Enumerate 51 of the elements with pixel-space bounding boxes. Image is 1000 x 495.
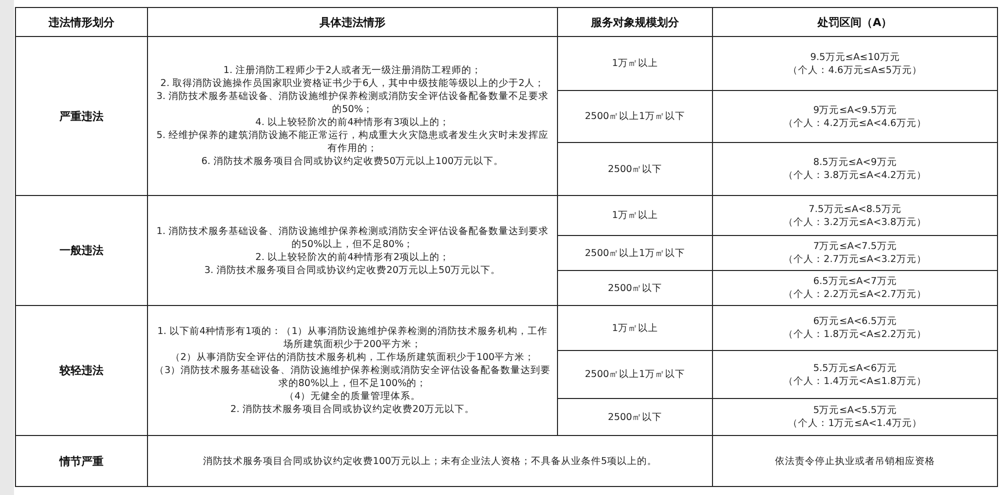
- header-text: 较轻违法: [60, 363, 104, 378]
- cell-text: （4）无健全的质量管理体系。: [284, 390, 421, 403]
- cell-text: 1万㎡以上: [612, 57, 658, 70]
- cell-text: （个人：3.2万元≤A<3.8万元）: [784, 216, 926, 228]
- cell-text: （2）从事消防安全评估的消防技术服务机构，工作场所建筑面积少于100平方米；: [170, 351, 535, 364]
- header-text: 一般违法: [60, 243, 104, 258]
- cell-text: （个人：1.4万元<A≤1.8万元）: [784, 374, 926, 388]
- header-text: 服务对象规模划分: [591, 14, 679, 30]
- cell-text: （个人：3.8万元≤A<4.2万元）: [784, 169, 926, 182]
- cell-text: 2500㎡以下: [608, 162, 662, 176]
- cell-text: 3. 消防技术服务项目合同或协议约定收费20万元以上50万元以下。: [204, 264, 501, 276]
- cell-text: （个人：2.2万元≤A<2.7万元）: [784, 288, 926, 301]
- cell-text: 2500㎡以上1万㎡以下: [584, 110, 686, 123]
- cell-text: 2500㎡以上1万㎡以下: [584, 246, 686, 260]
- cell-text: 5.5万元≤A<6万元: [813, 362, 897, 374]
- cell-text: 2500㎡以下: [608, 410, 662, 424]
- cell-text: 7万元≤A<7.5万元: [813, 240, 897, 253]
- cell-text: （个人：4.2万元≤A<4.6万元）: [784, 116, 926, 130]
- cell-text: 5. 经维护保养的建筑消防设施不能正常运行，构成重大火灾隐患或者发生火灾时未发挥应有作用的；: [155, 129, 550, 155]
- cell-text: 1万㎡以上: [612, 209, 658, 222]
- cell-text: 2. 取得消防设施操作员国家职业资格证书少于6人，其中中级技能等级以上的少于2人；: [160, 77, 545, 90]
- cell-text: 2. 以上较轻阶次的前4种情形有2项以上的；: [255, 250, 450, 264]
- header-text: 严重违法: [60, 108, 104, 124]
- header-text: 违法情形划分: [48, 14, 114, 30]
- header-text: 具体违法情形: [320, 14, 386, 30]
- cell-text: 9万元≤A<9.5万元: [813, 104, 897, 116]
- cell-text: 8.5万元≤A<9万元: [813, 156, 897, 169]
- cell-text: 1. 以下前4种情形有1项的：（1）从事消防设施维护保养检测的消防技术服务机构，工作场所建筑面积少于200平方米；: [156, 325, 549, 351]
- cell-text: （个人：1.8万元<A≤2.2万元）: [784, 328, 926, 341]
- cell-text: 5万元≤A<5.5万元: [813, 404, 897, 417]
- cell-text: 依法责令停止执业或者吊销相应资格: [775, 454, 935, 468]
- cell-text: 6万元≤A<6.5万元: [813, 315, 897, 328]
- cell-text: 7.5万元≤A<8.5万元: [808, 202, 902, 216]
- cell-text: 消防技术服务项目合同或协议约定收费100万元以上；未有企业法人资格；不具备从业条件5项以上的。: [202, 454, 658, 468]
- cell-text: （个人：2.7万元≤A<3.2万元）: [784, 253, 926, 266]
- cell-text: 1. 消防技术服务基础设备、消防设施维护保养检测或消防安全评估设备配备数量达到要求的50%以上，但不足80%；: [155, 224, 550, 250]
- cell-text: （3）消防技术服务基础设备、消防设施维护保养检测或消防安全评估设备配备数量达到要求的80%以上，但不足100%的；: [154, 364, 551, 390]
- cell-text: 2500㎡以下: [608, 282, 662, 294]
- cell-text: 1万㎡以上: [612, 322, 658, 334]
- cell-text: 2. 消防技术服务项目合同或协议约定收费20万元以下。: [230, 403, 475, 416]
- cell-text: 6.5万元≤A<7万元: [813, 275, 897, 288]
- header-text: 处罚区间（A）: [818, 14, 892, 30]
- cell-text: （个人：4.6万元≤A≤5万元）: [788, 64, 922, 76]
- cell-text: 1. 注册消防工程师少于2人或者无一级注册消防工程师的；: [223, 64, 482, 77]
- cell-text: 3. 消防技术服务基础设备、消防设施维护保养检测或消防安全评估设备配备数量不足要求的50%；: [155, 90, 550, 116]
- cell-text: （个人：1万元≤A<1.4万元）: [788, 417, 922, 430]
- cell-text: 4. 以上较轻阶次的前4种情形有3项以上的；: [255, 116, 450, 129]
- cell-text: 6. 消防技术服务项目合同或协议约定收费50万元以上100万元以下。: [201, 155, 504, 168]
- cell-text: 9.5万元≤A≤10万元: [810, 50, 900, 64]
- header-text: 情节严重: [60, 454, 104, 468]
- cell-text: 2500㎡以上1万㎡以下: [584, 368, 686, 381]
